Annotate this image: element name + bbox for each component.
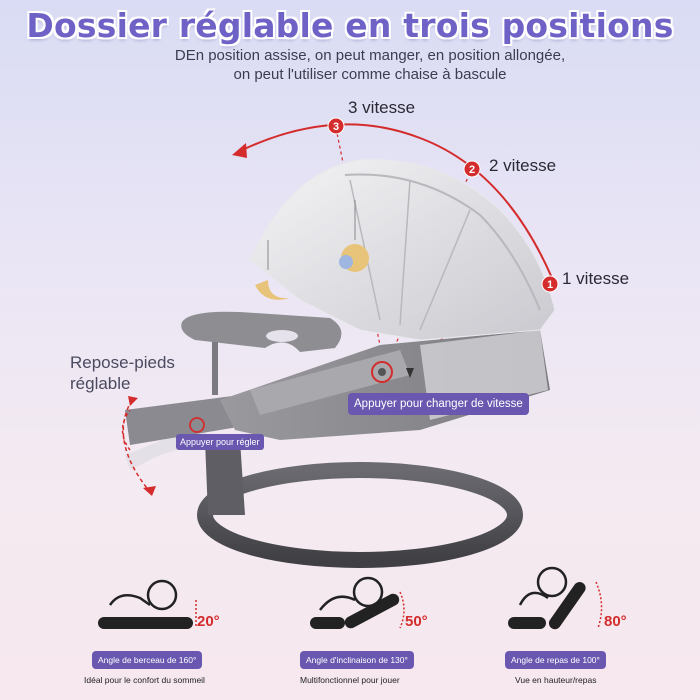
speed-badge-1: 1 <box>541 275 559 293</box>
svg-text:3: 3 <box>333 121 339 133</box>
seat <box>220 330 550 440</box>
degree-label-sleep: 20° <box>197 613 220 630</box>
position-icon-play <box>310 576 405 629</box>
position-icon-meal <box>508 566 603 630</box>
arc-arrow-icon <box>232 143 247 158</box>
footrest-adjust-callout: Appuyer pour régler <box>176 434 264 450</box>
arrow-head-icon <box>143 486 156 496</box>
degree-label-play: 50° <box>405 613 428 630</box>
food-tray <box>181 311 342 395</box>
angle-badge-sleep: Angle de berceau de 160° <box>92 651 203 669</box>
angle-badge-meal: Angle de repas de 100° <box>505 651 606 669</box>
canopy <box>249 159 556 341</box>
rocker-base <box>197 440 523 568</box>
speed-label-1: 1 vitesse <box>562 269 630 288</box>
speed-change-callout: Appuyer pour changer de vitesse <box>348 393 529 415</box>
angle-badge-play: Angle d'inclinaison de 130° <box>300 651 414 669</box>
speed-badge-2: 2 <box>463 160 481 178</box>
page-title: Dossier réglable en trois positions <box>26 6 674 45</box>
subtitle: DEn position assise, on peut manger, en … <box>150 46 590 84</box>
moon-toy-icon <box>255 280 290 300</box>
svg-text:1: 1 <box>547 279 553 291</box>
hanging-toys <box>255 200 369 300</box>
caption-meal: Vue en hauteur/repas <box>515 675 597 685</box>
speed-badge-3: 3 <box>327 117 345 135</box>
speed-label-2: 2 vitesse <box>489 156 557 175</box>
position-icon-sleep <box>98 579 197 629</box>
degree-label-meal: 80° <box>604 613 627 630</box>
subtitle-line: DEn position assise, on peut manger, en … <box>174 47 566 64</box>
caption-play: Multifonctionnel pour jouer <box>300 675 400 685</box>
speed-label-3: 3 vitesse <box>348 98 416 117</box>
arrow-head-icon <box>128 396 138 406</box>
footrest-label: Repose-pieds réglable <box>70 353 175 393</box>
subtitle-line: on peut l'utiliser comme chaise à bascul… <box>233 66 507 83</box>
caption-sleep: Idéal pour le confort du sommeil <box>84 675 205 685</box>
svg-text:2: 2 <box>469 164 475 176</box>
footrest-adjust-marker <box>189 417 205 433</box>
speed-change-marker <box>371 361 414 383</box>
footrest-arrow <box>122 399 151 493</box>
